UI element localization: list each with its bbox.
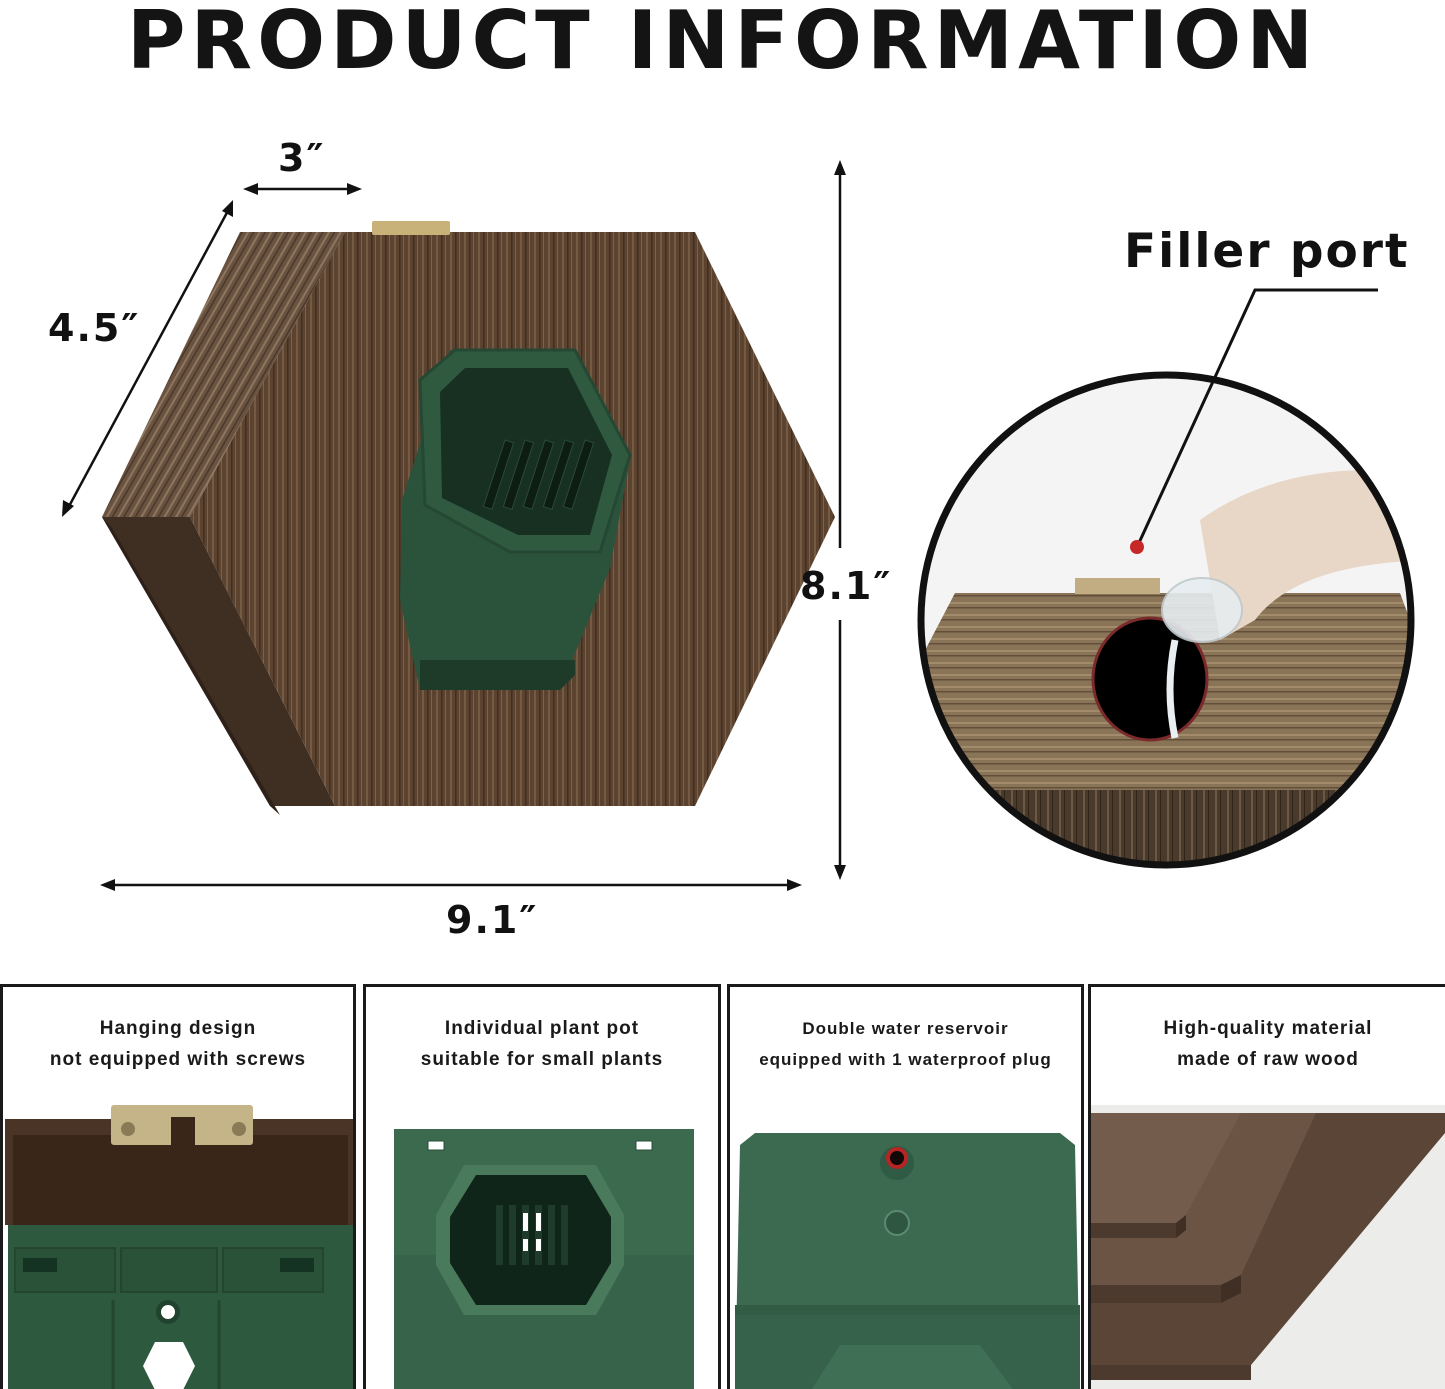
feature-subtitle: suitable for small plants: [420, 1049, 664, 1070]
filler-port-label: Filler port: [1124, 224, 1410, 279]
brass-hanger-icon: [372, 221, 450, 235]
feature-title: Double water reservoir: [802, 1019, 1009, 1038]
feature-title: Individual plant pot: [444, 1018, 640, 1039]
brass-hanger-image: [3, 1105, 353, 1389]
height-dimension-label: 8.1″: [800, 564, 893, 608]
width-dimension-label: 9.1″: [446, 898, 539, 942]
wood-boards-image: [1091, 1105, 1445, 1389]
product-dimension-diagram: [0, 120, 900, 980]
filler-port-marker-icon: [1130, 540, 1144, 554]
feature-panel-reservoir: Double water reservoir equipped with 1 w…: [727, 984, 1084, 1389]
filler-port-detail: [905, 280, 1445, 880]
feature-panel-wood: High-quality material made of raw wood: [1088, 984, 1445, 1389]
feature-subtitle: made of raw wood: [1177, 1049, 1359, 1070]
side-dimension-label: 4.5″: [48, 306, 141, 350]
feature-subtitle: equipped with 1 waterproof plug: [759, 1050, 1052, 1069]
hex-cutout-icon: [143, 1342, 195, 1389]
hexagon-planter-illustration: [62, 160, 846, 891]
feature-panel-hanging: Hanging design not equipped with screws: [0, 984, 356, 1389]
feature-title: High-quality material: [1163, 1018, 1373, 1039]
feature-panel-plant-pot: Individual plant pot suitable for small …: [363, 984, 721, 1389]
hex-pot-image: [366, 1105, 718, 1389]
depth-dimension-label: 3″: [278, 136, 326, 180]
feature-title: Hanging design: [99, 1018, 257, 1039]
reservoir-plug-image: [730, 1105, 1081, 1389]
page-title: PRODUCT INFORMATION: [126, 0, 1319, 87]
feature-subtitle: not equipped with screws: [49, 1049, 307, 1070]
